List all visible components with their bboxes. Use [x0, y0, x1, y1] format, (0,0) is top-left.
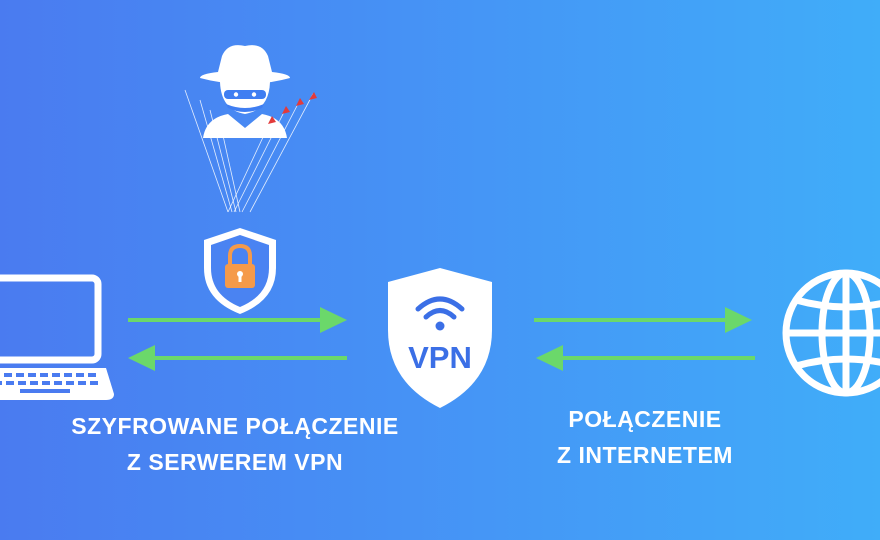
- hacker-mask: [224, 90, 266, 112]
- laptop-icon: [0, 274, 114, 400]
- arrow-from-internet: [536, 345, 755, 371]
- lock-shield-icon: [204, 228, 276, 314]
- globe-icon: [782, 269, 880, 397]
- wifi-icon: [415, 296, 465, 320]
- vpn-shield-icon: VPN: [388, 268, 492, 408]
- internet-connection-label: POŁĄCZENIE Z INTERNETEM: [530, 401, 760, 473]
- arrow-to-laptop: [128, 345, 347, 371]
- vpn-label: VPN: [408, 340, 472, 375]
- encrypted-label-line1: SZYFROWANE POŁĄCZENIE: [71, 413, 399, 439]
- intercept-lines: [184, 89, 241, 213]
- encrypted-label-line2: Z SERWEREM VPN: [126, 449, 344, 475]
- internet-label-line1: POŁĄCZENIE: [568, 406, 722, 432]
- deflected-lines: [227, 93, 314, 213]
- arrow-to-internet: [534, 307, 752, 333]
- internet-label-line2: Z INTERNETEM: [557, 442, 733, 468]
- encrypted-connection-label: SZYFROWANE POŁĄCZENIE Z SERWEREM VPN: [55, 408, 415, 480]
- arrow-to-vpn: [128, 307, 347, 333]
- red-arrowheads: [268, 92, 317, 124]
